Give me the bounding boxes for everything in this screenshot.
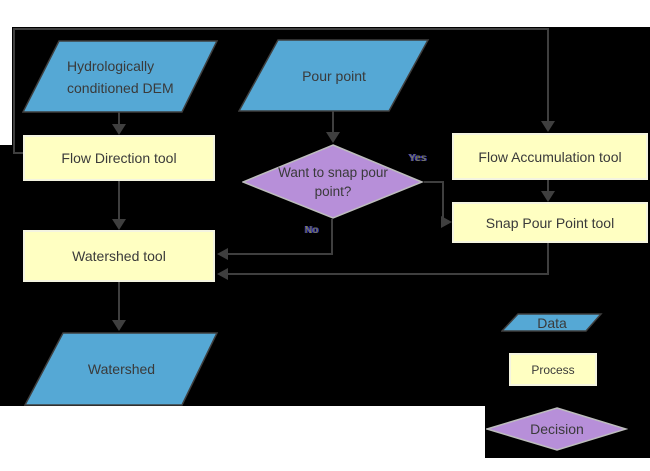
node-label: Flow Direction tool bbox=[61, 150, 177, 166]
connector-flowdirection-flowaccumulation bbox=[13, 28, 15, 154]
node-flow-accumulation-tool: Flow Accumulation tool bbox=[452, 133, 648, 180]
arrowhead-down-icon bbox=[112, 320, 126, 331]
diamond-shape bbox=[242, 144, 424, 219]
edge-label-no: No bbox=[305, 225, 319, 236]
arrowhead-left-icon bbox=[217, 268, 228, 280]
arrowhead-down-icon bbox=[326, 132, 340, 143]
legend-process-label: Process bbox=[531, 362, 575, 377]
node-flow-direction-tool: Flow Direction tool bbox=[23, 135, 215, 181]
connector-yes-snappourpoint bbox=[424, 181, 444, 183]
connector-snappourpoint-watershedtool bbox=[228, 273, 549, 275]
connector-flowdirection-watershedtool bbox=[118, 180, 120, 220]
node-label: Watershed bbox=[87, 361, 156, 377]
node-label: Pour point bbox=[302, 67, 366, 84]
arrowhead-left-icon bbox=[217, 248, 228, 260]
connector-flowdirection-flowaccumulation bbox=[547, 28, 549, 122]
connector-watershedtool-watershed bbox=[118, 282, 120, 321]
connector-flowdirection-flowaccumulation bbox=[13, 28, 549, 30]
background-left-strip bbox=[0, 145, 12, 406]
legend-decision-shape: Decision bbox=[486, 407, 628, 451]
node-label: Flow Accumulation tool bbox=[478, 148, 622, 165]
node-label: Watershed tool bbox=[72, 248, 166, 264]
arrowhead-down-icon bbox=[112, 219, 126, 230]
legend-decision-label: Decision bbox=[530, 421, 584, 437]
decision-label: Want to snap pour point? bbox=[278, 165, 388, 199]
decision-want-to-snap-pour-point: Want to snap pour point? bbox=[242, 144, 424, 220]
arrowhead-right-icon bbox=[441, 216, 452, 228]
arrowhead-down-icon bbox=[541, 121, 555, 132]
legend-process-shape: Process bbox=[509, 353, 597, 386]
node-watershed: Watershed bbox=[24, 332, 219, 406]
parallelogram-shape bbox=[24, 332, 219, 406]
connector-no-watershedtool bbox=[228, 253, 333, 255]
node-pour-point: Pour point bbox=[238, 39, 430, 112]
node-snap-pour-point-tool: Snap Pour Point tool bbox=[452, 202, 648, 243]
arrowhead-down-icon bbox=[541, 191, 555, 202]
connector-pourpoint-decision bbox=[332, 110, 334, 133]
node-label: Snap Pour Point tool bbox=[485, 214, 615, 231]
node-hydrologically-conditioned-dem: Hydrologically conditioned DEM bbox=[22, 40, 219, 113]
connector-dem-flowdirection bbox=[118, 112, 120, 125]
connector-flowaccumulation-snappourpoint bbox=[547, 180, 549, 192]
diamond-shape bbox=[486, 407, 628, 451]
connector-no-watershedtool bbox=[331, 219, 333, 255]
legend-data-label: Data bbox=[537, 314, 567, 331]
node-watershed-tool: Watershed tool bbox=[23, 230, 215, 282]
connector-snappourpoint-watershedtool bbox=[547, 243, 549, 275]
parallelogram-shape bbox=[238, 39, 430, 112]
legend-data-shape: Data bbox=[501, 313, 603, 332]
connector-flowdirection-flowaccumulation bbox=[13, 152, 23, 154]
connector-yes-snappourpoint bbox=[442, 181, 444, 222]
parallelogram-shape bbox=[22, 40, 219, 113]
node-label: Hydrologically conditioned DEM bbox=[67, 57, 174, 96]
arrowhead-down-icon bbox=[112, 124, 126, 135]
edge-label-yes: Yes bbox=[409, 153, 427, 164]
parallelogram-shape bbox=[501, 313, 603, 332]
